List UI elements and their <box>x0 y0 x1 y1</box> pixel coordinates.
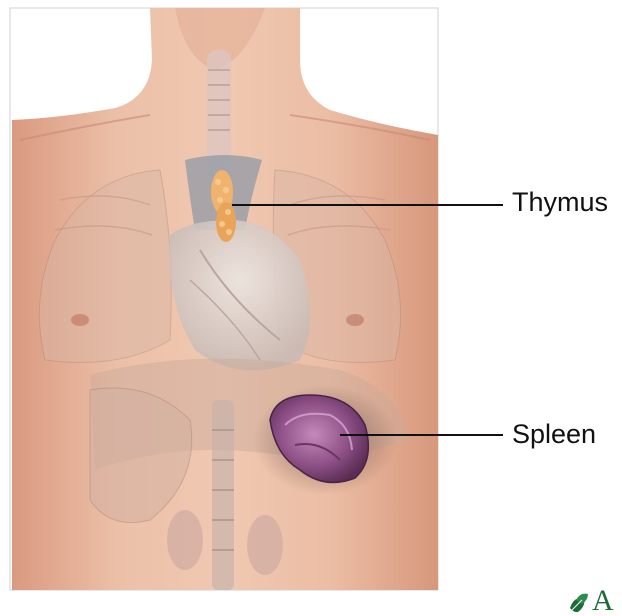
thymus-label: Thymus <box>512 189 608 216</box>
publisher-logo: A <box>566 586 622 616</box>
spleen <box>253 385 397 495</box>
spleen-label: Spleen <box>512 421 596 448</box>
logo-letter: A <box>592 586 614 616</box>
